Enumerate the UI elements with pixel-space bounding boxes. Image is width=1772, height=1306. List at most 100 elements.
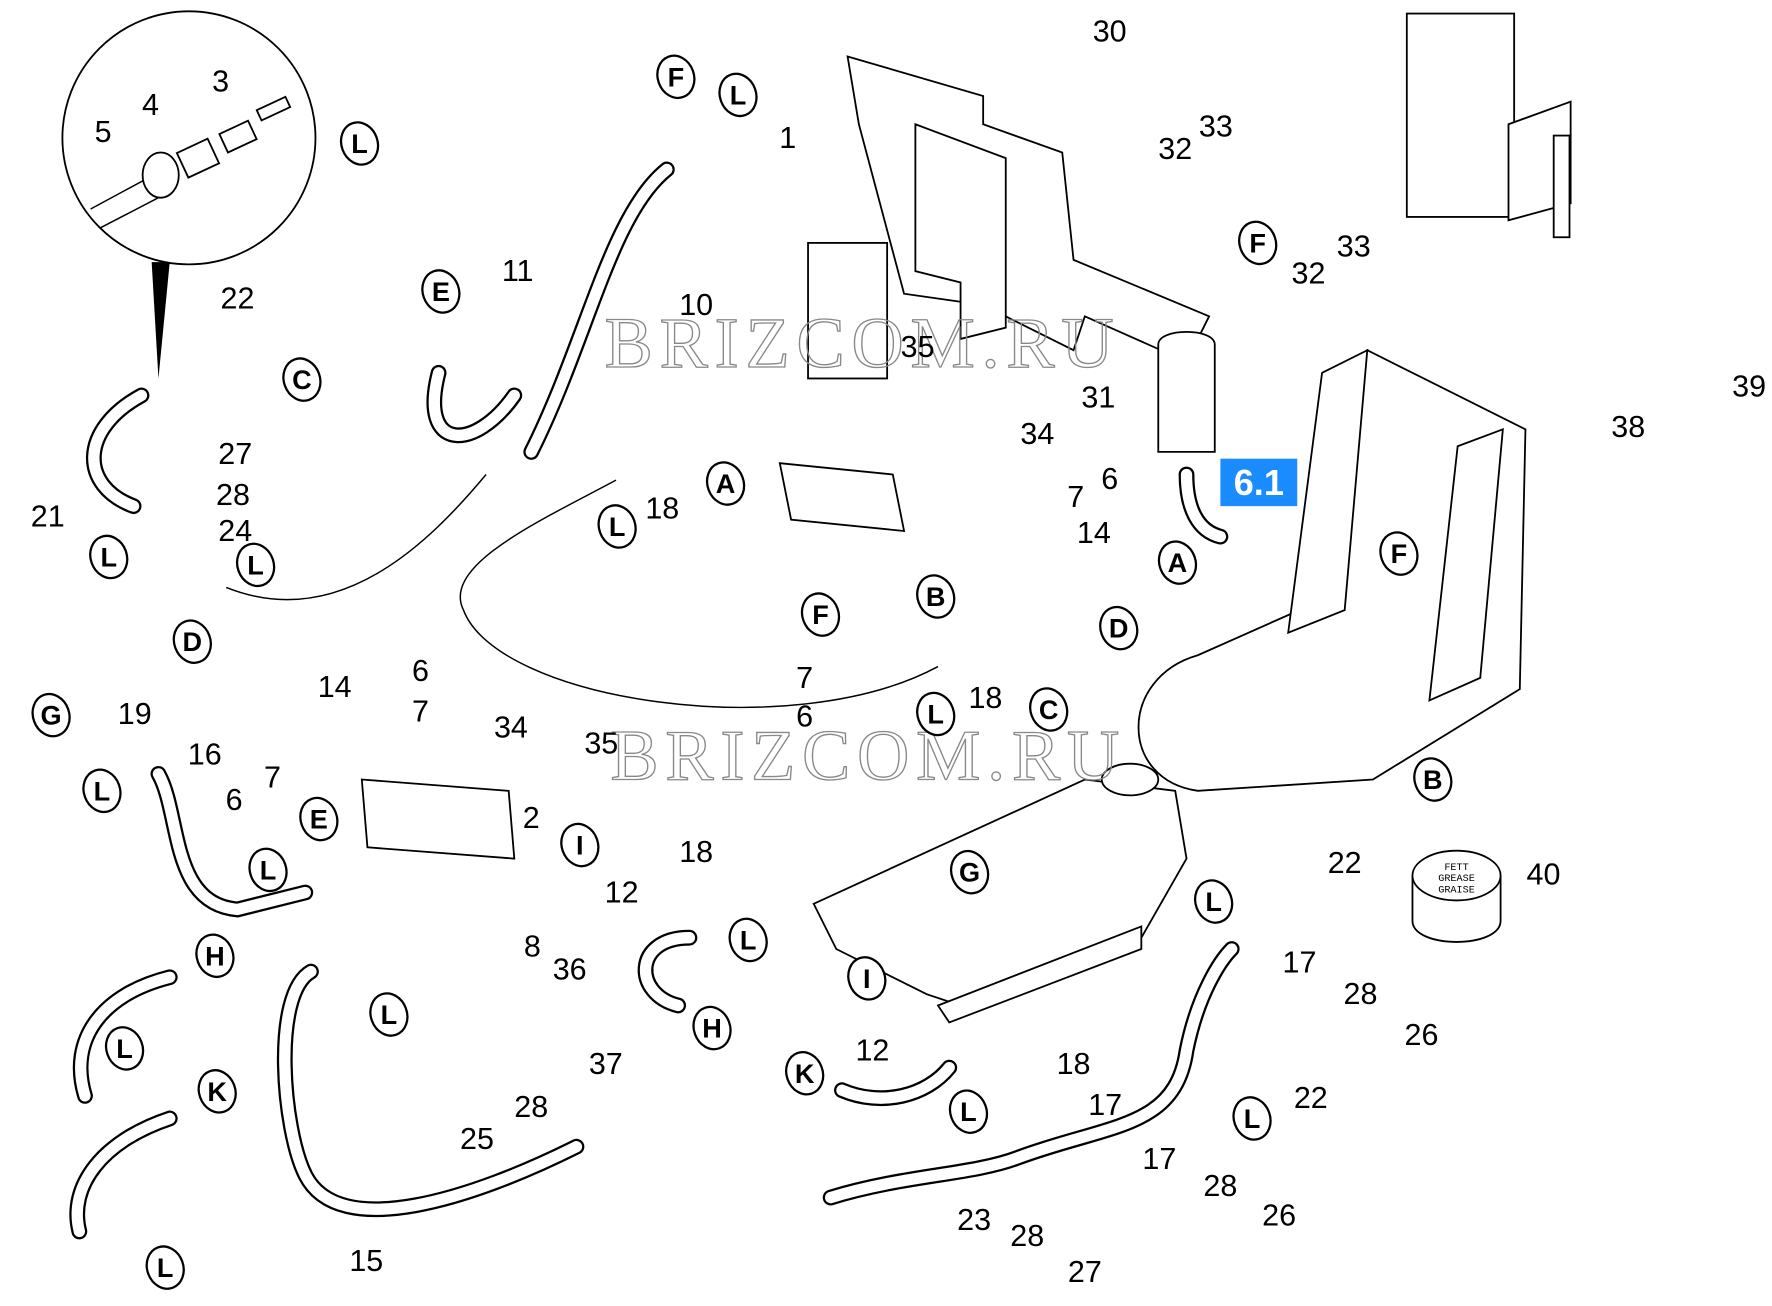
marker-circle bbox=[172, 619, 212, 664]
marker-letter: F bbox=[1249, 227, 1266, 258]
hoses bbox=[69, 161, 1240, 1240]
callout-part-2: 2 bbox=[523, 801, 540, 835]
marker-letter: B bbox=[1423, 764, 1443, 795]
marker-circle bbox=[82, 768, 122, 814]
marker-letter: L bbox=[1244, 1103, 1261, 1134]
marker-circle bbox=[1029, 687, 1069, 732]
connection-marker-I: I bbox=[560, 822, 600, 868]
marker-circle bbox=[948, 1089, 989, 1134]
marker-circle bbox=[369, 992, 409, 1037]
callout-part-1: 1 bbox=[779, 121, 796, 155]
callout-part-38: 38 bbox=[1611, 410, 1645, 444]
connection-marker-H: H bbox=[692, 1005, 732, 1051]
marker-letter: G bbox=[959, 857, 980, 888]
callout-part-16: 16 bbox=[188, 738, 222, 772]
marker-circle bbox=[800, 592, 841, 637]
marker-circle bbox=[1099, 605, 1139, 651]
connection-marker-L: L bbox=[369, 992, 409, 1037]
callout-part-26: 26 bbox=[1405, 1018, 1439, 1052]
callout-part-22: 22 bbox=[221, 281, 255, 315]
connection-marker-B: B bbox=[1413, 757, 1453, 802]
connection-marker-E: E bbox=[299, 796, 339, 842]
marker-letter: E bbox=[432, 276, 450, 307]
callout-part-4: 4 bbox=[142, 88, 159, 122]
marker-letter: F bbox=[1391, 538, 1408, 569]
connection-marker-L: L bbox=[597, 504, 637, 549]
marker-circle bbox=[1232, 1096, 1272, 1141]
marker-letter: G bbox=[41, 700, 62, 731]
marker-circle bbox=[560, 822, 600, 868]
marker-letter: L bbox=[960, 1096, 977, 1127]
marker-letter: H bbox=[205, 940, 225, 971]
callout-part-31: 31 bbox=[1081, 381, 1115, 415]
connection-marker-L: L bbox=[145, 1245, 185, 1290]
callout-part-28: 28 bbox=[1010, 1219, 1044, 1253]
marker-circle bbox=[916, 691, 956, 737]
connection-marker-F: F bbox=[1238, 220, 1278, 266]
connection-marker-F: F bbox=[656, 54, 696, 100]
marker-circle bbox=[282, 357, 322, 402]
connection-marker-F: F bbox=[1379, 531, 1419, 576]
marker-circle bbox=[949, 849, 990, 895]
callout-part-33: 33 bbox=[1337, 229, 1371, 263]
callout-part-28: 28 bbox=[1203, 1169, 1237, 1203]
callout-part-28: 28 bbox=[216, 478, 250, 512]
callout-part-19: 19 bbox=[118, 697, 152, 731]
marker-letter: C bbox=[292, 364, 312, 395]
callout-part-11: 11 bbox=[502, 254, 534, 288]
callout-part-17: 17 bbox=[1142, 1142, 1176, 1176]
marker-letter: F bbox=[668, 61, 685, 92]
connection-marker-A: A bbox=[1157, 540, 1198, 585]
callout-part-22: 22 bbox=[1328, 846, 1362, 880]
marker-letter: A bbox=[1168, 547, 1188, 578]
marker-letter: K bbox=[795, 1058, 815, 1089]
mounting-plates bbox=[360, 12, 1572, 860]
marker-circle bbox=[1238, 220, 1278, 266]
can-text-1: FETT bbox=[1444, 863, 1468, 874]
connection-marker-L: L bbox=[948, 1089, 989, 1134]
callout-part-15: 15 bbox=[349, 1244, 383, 1278]
callout-part-18: 18 bbox=[679, 835, 713, 869]
callout-part-17: 17 bbox=[1283, 946, 1317, 980]
callout-part-14: 14 bbox=[318, 670, 352, 704]
connection-marker-L: L bbox=[82, 768, 122, 814]
marker-circle bbox=[195, 933, 235, 979]
marker-letter: L bbox=[609, 511, 626, 542]
callout-part-27: 27 bbox=[1068, 1255, 1102, 1289]
can-text-2: GREASE bbox=[1438, 874, 1475, 885]
marker-letter: C bbox=[1039, 694, 1059, 725]
marker-letter: D bbox=[1109, 613, 1129, 644]
marker-circle bbox=[197, 1069, 237, 1114]
callout-part-33: 33 bbox=[1199, 110, 1233, 144]
callout-part-12: 12 bbox=[605, 876, 639, 910]
marker-letter: L bbox=[730, 79, 747, 110]
marker-letter: A bbox=[716, 468, 736, 499]
marker-letter: L bbox=[157, 1252, 174, 1283]
connection-marker-I: I bbox=[847, 956, 887, 1001]
marker-circle bbox=[299, 796, 339, 842]
connection-marker-C: C bbox=[282, 357, 322, 402]
marker-letter: L bbox=[1205, 886, 1222, 917]
marker-circle bbox=[692, 1005, 732, 1051]
section-reference-badge[interactable]: 6.1 bbox=[1220, 458, 1298, 507]
callout-part-26: 26 bbox=[1262, 1199, 1296, 1233]
callout-part-22: 22 bbox=[1294, 1081, 1328, 1115]
marker-letter: L bbox=[351, 128, 368, 159]
callout-part-5: 5 bbox=[95, 115, 112, 149]
connection-marker-D: D bbox=[1099, 605, 1139, 651]
callout-part-27: 27 bbox=[218, 437, 252, 471]
marker-circle bbox=[248, 847, 288, 893]
callout-part-40: 40 bbox=[1527, 857, 1561, 891]
callout-part-24: 24 bbox=[218, 514, 252, 548]
callout-part-7: 7 bbox=[264, 760, 281, 794]
marker-circle bbox=[145, 1245, 185, 1290]
marker-circle bbox=[421, 269, 461, 314]
connection-marker-L: L bbox=[718, 72, 758, 118]
connection-marker-K: K bbox=[785, 1051, 825, 1096]
connection-marker-L: L bbox=[89, 534, 129, 580]
marker-letter: L bbox=[740, 924, 757, 955]
callout-part-6: 6 bbox=[1101, 462, 1118, 496]
callout-part-30: 30 bbox=[1093, 15, 1127, 49]
section-reference-label[interactable]: 6.1 bbox=[1234, 462, 1284, 503]
marker-letter: L bbox=[927, 699, 944, 730]
